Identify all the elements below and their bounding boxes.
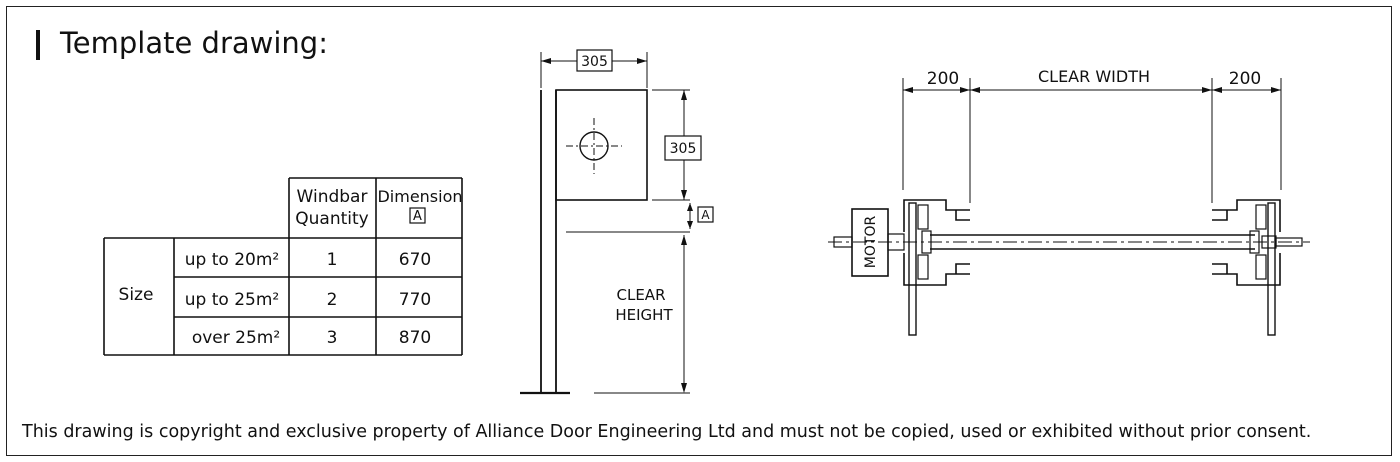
row-3-dimension: 870 <box>399 328 431 348</box>
clear-height-line1: CLEAR <box>617 286 666 304</box>
row-2-quantity: 2 <box>327 290 338 310</box>
side-height-dim: 305 <box>670 141 697 157</box>
header-quantity: Quantity <box>295 209 368 229</box>
row-3-quantity: 3 <box>327 328 338 348</box>
row-1-quantity: 1 <box>327 250 338 270</box>
title-accent-bar <box>36 30 40 60</box>
copyright-notice: This drawing is copyright and exclusive … <box>22 422 1312 442</box>
header-windbar: Windbar <box>297 187 368 207</box>
size-group-label: Size <box>119 285 154 305</box>
page-title: Template drawing: <box>60 26 328 60</box>
row-3-size: over 25m² <box>192 328 280 348</box>
drawing-frame <box>6 6 1392 456</box>
windbar-table <box>103 177 463 356</box>
plan-left-dim: 200 <box>927 69 959 89</box>
motor-label: MOTOR <box>863 216 879 269</box>
row-2-size: up to 25m² <box>185 290 279 310</box>
row-1-size: up to 20m² <box>185 250 279 270</box>
plan-view-drawing <box>828 78 1310 336</box>
table-text: Windbar Quantity Dimension A Size up to … <box>119 187 463 348</box>
plan-view-text: 200 CLEAR WIDTH 200 MOTOR <box>863 67 1261 268</box>
plan-clear-width: CLEAR WIDTH <box>1038 67 1150 86</box>
clear-height-line2: HEIGHT <box>615 306 673 324</box>
row-1-dimension: 670 <box>399 250 431 270</box>
header-dimension: Dimension <box>377 187 462 206</box>
row-2-dimension: 770 <box>399 290 431 310</box>
side-view-drawing <box>520 49 714 395</box>
header-dimension-marker: A <box>413 209 422 224</box>
side-view-text: 305 305 A CLEAR HEIGHT <box>581 54 710 324</box>
plan-right-dim: 200 <box>1229 69 1261 89</box>
side-width-dim: 305 <box>581 54 608 70</box>
side-marker: A <box>701 208 710 222</box>
